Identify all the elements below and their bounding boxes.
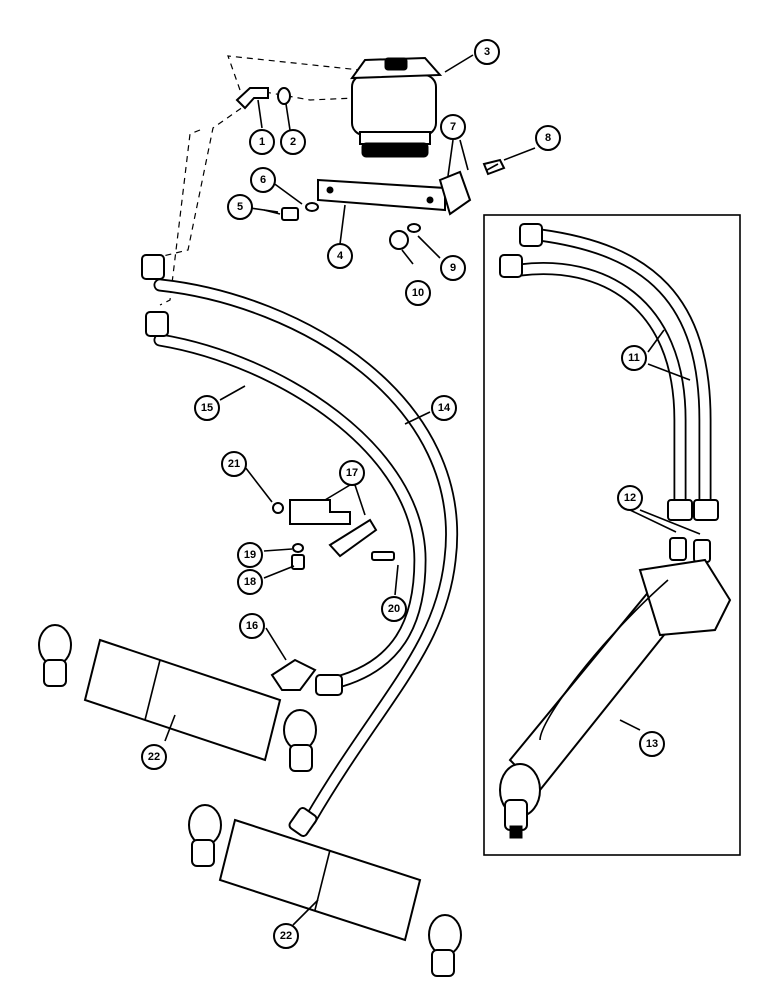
callout-21: 21 (221, 451, 247, 477)
svg-text:14: 14 (438, 402, 451, 414)
leader-lines (164, 54, 701, 926)
svg-text:4: 4 (337, 250, 344, 262)
steering-valve (349, 56, 443, 158)
svg-text:10: 10 (412, 287, 424, 299)
bolt (482, 158, 506, 176)
callout-10: 10 (405, 280, 431, 306)
callout-14: 14 (431, 395, 457, 421)
cylinder-lower (188, 804, 462, 977)
svg-text:19: 19 (244, 549, 256, 561)
svg-text:17: 17 (346, 467, 358, 479)
mounting-plate (317, 178, 446, 212)
svg-text:6: 6 (260, 174, 266, 186)
svg-text:12: 12 (624, 492, 636, 504)
elbow-16 (270, 658, 317, 691)
clamp-assembly (272, 499, 395, 570)
o-ring (277, 87, 291, 105)
callout-5: 5 (227, 194, 253, 220)
svg-text:2: 2 (290, 136, 296, 148)
svg-text:9: 9 (450, 262, 456, 274)
svg-text:13: 13 (646, 738, 658, 750)
svg-text:5: 5 (237, 201, 243, 213)
callout-22-upper: 22 (141, 744, 167, 770)
svg-text:20: 20 (388, 603, 400, 615)
callout-19: 19 (237, 542, 263, 568)
inset-cylinder (499, 558, 732, 839)
callout-9: 9 (440, 255, 466, 281)
nut-washer (389, 223, 421, 250)
svg-text:21: 21 (228, 458, 240, 470)
callout-11: 11 (621, 345, 647, 371)
callout-15: 15 (194, 395, 220, 421)
callout-13: 13 (639, 731, 665, 757)
callout-16: 16 (239, 613, 265, 639)
svg-text:8: 8 (545, 132, 551, 144)
callout-20: 20 (381, 596, 407, 622)
callout-17: 17 (339, 460, 365, 486)
callout-22-lower: 22 (273, 923, 299, 949)
elbow-fitting (235, 87, 269, 110)
adapters (669, 537, 711, 563)
svg-text:15: 15 (201, 402, 213, 414)
inset-frame (483, 214, 741, 856)
svg-text:7: 7 (450, 121, 456, 133)
callout-7: 7 (440, 114, 466, 140)
svg-text:16: 16 (246, 620, 258, 632)
bracket (438, 170, 472, 216)
svg-text:3: 3 (484, 46, 490, 58)
svg-text:22: 22 (280, 930, 292, 942)
callout-12: 12 (617, 485, 643, 511)
svg-text:11: 11 (628, 352, 640, 364)
hose-pair (141, 254, 459, 837)
svg-text:1: 1 (259, 136, 265, 148)
svg-text:22: 22 (148, 751, 160, 763)
callout-18: 18 (237, 569, 263, 595)
callout-6: 6 (250, 167, 276, 193)
svg-text:18: 18 (244, 576, 256, 588)
cylinder-upper (38, 624, 317, 772)
callout-2: 2 (280, 129, 306, 155)
callout-3: 3 (474, 39, 500, 65)
callout-1: 1 (249, 129, 275, 155)
inset-hose-pair (499, 223, 719, 521)
callout-8: 8 (535, 125, 561, 151)
callout-4: 4 (327, 243, 353, 269)
